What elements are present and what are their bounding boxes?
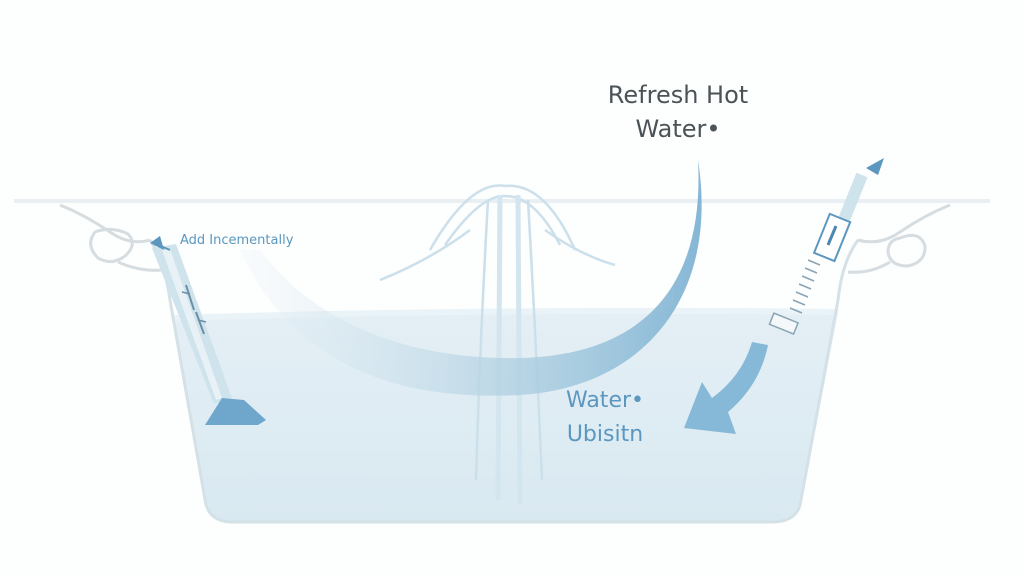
left-thermometer xyxy=(150,236,266,425)
thermometer-icon xyxy=(826,225,838,246)
water-label-line2: Ubisitn xyxy=(567,422,643,447)
water-body xyxy=(172,310,838,522)
right-thermometer xyxy=(768,158,884,335)
right-tub-handle xyxy=(847,203,951,274)
water-label-line1: Water• xyxy=(566,388,644,413)
refresh-label-line2: Water• xyxy=(635,115,720,143)
refresh-label-line1: Refresh Hot xyxy=(608,81,748,109)
refresh-curve-arrow xyxy=(240,160,702,396)
water-surface xyxy=(171,307,839,321)
central-stream xyxy=(379,184,616,506)
inflow-arrow xyxy=(684,342,768,434)
add-incrementally-label: Add Incementally xyxy=(180,233,294,248)
left-tub-handle xyxy=(59,203,163,272)
thermometer-icon xyxy=(181,284,207,335)
